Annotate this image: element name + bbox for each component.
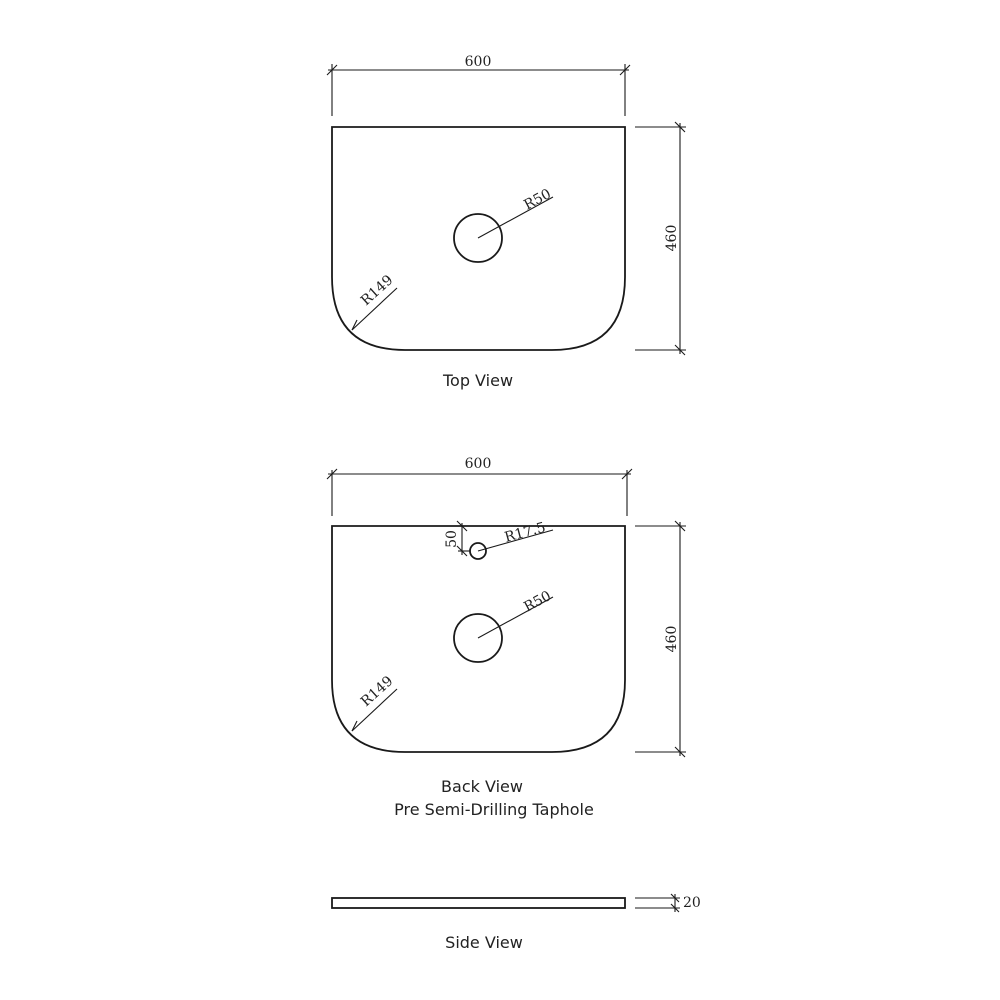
back-view-depth-label: 460 bbox=[664, 626, 680, 653]
back-view-taphole-leader bbox=[477, 529, 554, 552]
back-view-taphole-radius-label: R17.5 bbox=[503, 520, 547, 546]
top-view-corner-leader bbox=[351, 287, 398, 331]
back-view-corner-radius-label: R149 bbox=[358, 673, 396, 710]
top-view-depth-tick-top bbox=[674, 121, 686, 133]
side-view-thickness-label: 20 bbox=[683, 895, 701, 911]
back-view-caption-line2: Pre Semi-Drilling Taphole bbox=[394, 800, 594, 819]
back-view-width-label: 600 bbox=[465, 456, 492, 472]
back-view-taphole-offset-tick-top bbox=[456, 520, 468, 532]
back-view-width-tick-right bbox=[621, 468, 633, 480]
side-view: 20 Side View bbox=[331, 893, 701, 952]
back-view-outline bbox=[331, 525, 626, 753]
side-view-caption: Side View bbox=[445, 933, 523, 952]
back-view-width-tick-left bbox=[326, 468, 338, 480]
top-view-depth-tick-bottom bbox=[674, 344, 686, 356]
back-view-hole-leader bbox=[477, 596, 554, 639]
side-view-thickness-tick-top bbox=[670, 893, 680, 903]
back-view-corner-leader bbox=[351, 688, 398, 732]
back-view-depth-tick-bottom bbox=[674, 746, 686, 758]
top-view-width-tick-right bbox=[619, 64, 631, 76]
top-view-corner-radius-label: R149 bbox=[358, 272, 396, 309]
top-view-outline bbox=[331, 126, 626, 351]
side-view-profile bbox=[331, 897, 626, 909]
top-view-width-tick-left bbox=[326, 64, 338, 76]
back-view-taphole-offset-tick-bottom bbox=[456, 545, 468, 557]
back-view-basin-hole bbox=[453, 613, 503, 663]
top-view-width-label: 600 bbox=[465, 54, 492, 70]
side-view-thickness-tick-bottom bbox=[670, 903, 680, 913]
top-view-caption: Top View bbox=[442, 371, 513, 390]
back-view: R50 R17.5 50 R149 600 460 Back View Pre … bbox=[326, 456, 686, 819]
back-view-corner-arrow bbox=[351, 720, 358, 732]
back-view-caption-line1: Back View bbox=[441, 777, 523, 796]
top-view-hole-radius-label: R50 bbox=[521, 186, 554, 213]
top-view-corner-arrow bbox=[351, 319, 358, 331]
back-view-hole-radius-label: R50 bbox=[521, 588, 554, 615]
top-view-basin-hole bbox=[453, 213, 503, 263]
top-view-hole-leader bbox=[477, 196, 554, 239]
top-view-depth-label: 460 bbox=[664, 225, 680, 252]
back-view-depth-tick-top bbox=[674, 520, 686, 532]
top-view: R50 R149 600 460 Top View bbox=[326, 54, 686, 390]
back-view-taphole-offset-label: 50 bbox=[444, 530, 460, 548]
